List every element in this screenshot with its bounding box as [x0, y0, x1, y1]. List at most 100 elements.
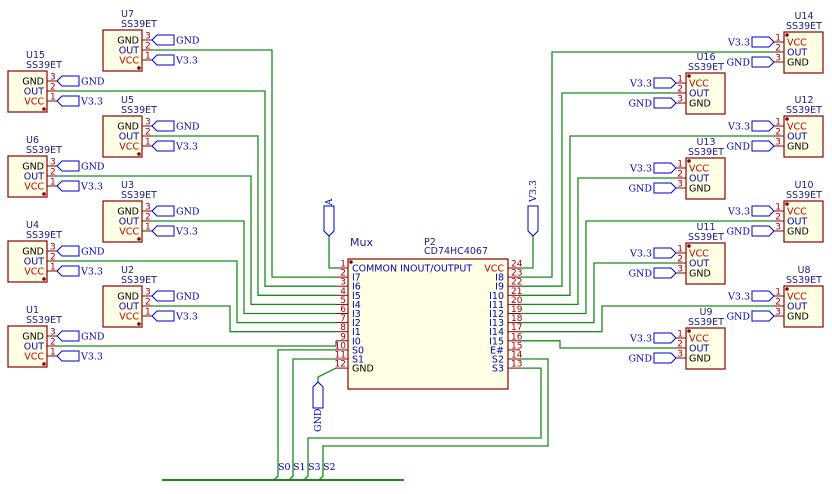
- wire-s2: [318, 358, 549, 481]
- wire-s3: [303, 367, 542, 481]
- mux-pin-name: I9: [495, 282, 504, 293]
- sensor-pin-number: 3: [50, 158, 56, 168]
- mux-pin-name: I13: [489, 318, 504, 329]
- sensor-pin-name: OUT: [787, 132, 807, 143]
- bus-label: S3: [308, 462, 321, 473]
- v33-net-flag: [56, 180, 80, 192]
- sensor-pin-number: 2: [145, 128, 151, 138]
- mux-pin-number: 22: [511, 278, 522, 288]
- sensor-pin-number: 2: [677, 85, 683, 95]
- sensor-pin-name: VCC: [119, 56, 139, 67]
- v33-net-flag: [151, 140, 175, 152]
- wire-sensor-u1: [57, 340, 337, 347]
- mux-pin-number: 2: [340, 269, 346, 279]
- gnd-net-label: GND: [176, 122, 200, 133]
- sensor-body: [685, 242, 726, 285]
- mux-pin-name: I10: [489, 291, 504, 302]
- mux-pin-number: 19: [511, 305, 523, 315]
- mux-pin-number: 21: [511, 287, 522, 297]
- sensor-part: SS39ET: [26, 60, 62, 71]
- sensor-pin-number: 3: [677, 265, 683, 275]
- pin1-dot: [785, 202, 789, 206]
- mux-pin-number: 8: [340, 323, 346, 333]
- mux-pin-name: GND: [352, 364, 374, 375]
- sensor-part: SS39ET: [26, 145, 62, 156]
- sensor-ref: U5: [121, 95, 134, 106]
- sensor-body: [7, 155, 48, 198]
- mux-pin-name: I14: [489, 327, 504, 338]
- sensor-part: SS39ET: [786, 21, 822, 32]
- v33-net-flag: [751, 205, 775, 217]
- sensor-pin-number: 3: [677, 95, 683, 105]
- v33-net-label: V3.3: [629, 164, 652, 175]
- wire-sensor-u16: [520, 92, 676, 287]
- sensor-pin-number: 2: [775, 298, 781, 308]
- v33-net-flag: [751, 120, 775, 132]
- sensor-pin-name: VCC: [24, 97, 44, 108]
- mux-pin-number: 24: [511, 260, 523, 270]
- gnd-net-flag: [56, 75, 80, 87]
- v33-net-flag: [56, 265, 80, 277]
- sensor-pin-number: 1: [775, 203, 781, 213]
- pin1-dot: [42, 107, 46, 111]
- sensor-body: [7, 240, 48, 283]
- mux-pin-number: 7: [340, 314, 346, 324]
- gnd-net-label: GND: [628, 269, 652, 280]
- sensor-pin-name: OUT: [119, 217, 139, 228]
- sensor-body: [685, 327, 726, 370]
- wire-vcc: [520, 236, 534, 269]
- sensor-part: SS39ET: [688, 147, 724, 158]
- sensor-pin-name: VCC: [24, 182, 44, 193]
- wire-sensor-u7: [152, 49, 336, 278]
- mux-body: [347, 258, 509, 390]
- sensor-pin-number: 3: [677, 180, 683, 190]
- sensor-pin-number: 2: [677, 255, 683, 265]
- sensor-pin-name: VCC: [24, 267, 44, 278]
- v33-net-flag: [653, 77, 677, 89]
- sensor-ref: U8: [798, 265, 811, 276]
- pin1-dot: [785, 117, 789, 121]
- wire-sensor-u2: [152, 305, 336, 333]
- mux-pin-name: I7: [352, 273, 361, 284]
- sensor-pin-name: OUT: [787, 48, 807, 59]
- pin1-dot: [42, 277, 46, 281]
- sensor-pin-number: 2: [677, 340, 683, 350]
- v33-net-label: V3.3: [175, 142, 198, 153]
- mux-pin-number: 23: [511, 269, 522, 279]
- gnd-net-flag: [56, 330, 80, 342]
- mux-pin-name: E#: [490, 345, 504, 356]
- v33-net-label: V3.3: [80, 352, 103, 363]
- sensor-pin-name: VCC: [787, 38, 807, 49]
- v33-net-flag: [653, 247, 677, 259]
- v33-net-label: V3.3: [629, 334, 652, 345]
- mux-pin1-dot: [349, 260, 353, 264]
- sensor-pin-number: 2: [775, 44, 781, 54]
- sensor-pin-name: GND: [22, 332, 44, 343]
- mux-pin-name: I15: [489, 336, 504, 347]
- sensor-pin-name: OUT: [689, 259, 709, 270]
- v33-net-flag: [56, 95, 80, 107]
- gnd-flag-label: GND: [313, 408, 324, 432]
- sensor-pin-name: VCC: [119, 312, 139, 323]
- sensor-ref: U1: [26, 305, 39, 316]
- sensor-ref: U6: [26, 135, 39, 146]
- sensor-pin-name: VCC: [119, 142, 139, 153]
- sensor-pin-name: OUT: [119, 132, 139, 143]
- sensor-pin-number: 3: [775, 138, 781, 148]
- sensor-body: [783, 285, 824, 328]
- sensor-pin-number: 2: [775, 128, 781, 138]
- mux-pin-name: S0: [352, 345, 364, 356]
- sensor-pin-number: 1: [50, 178, 56, 188]
- sensor-part: SS39ET: [121, 105, 157, 116]
- sensor-pin-number: 1: [775, 34, 781, 44]
- sensor-ref: U11: [696, 222, 715, 233]
- gnd-net-flag: [56, 160, 80, 172]
- wire-sensor-u14: [520, 51, 774, 278]
- sensor-pin-number: 2: [50, 253, 56, 263]
